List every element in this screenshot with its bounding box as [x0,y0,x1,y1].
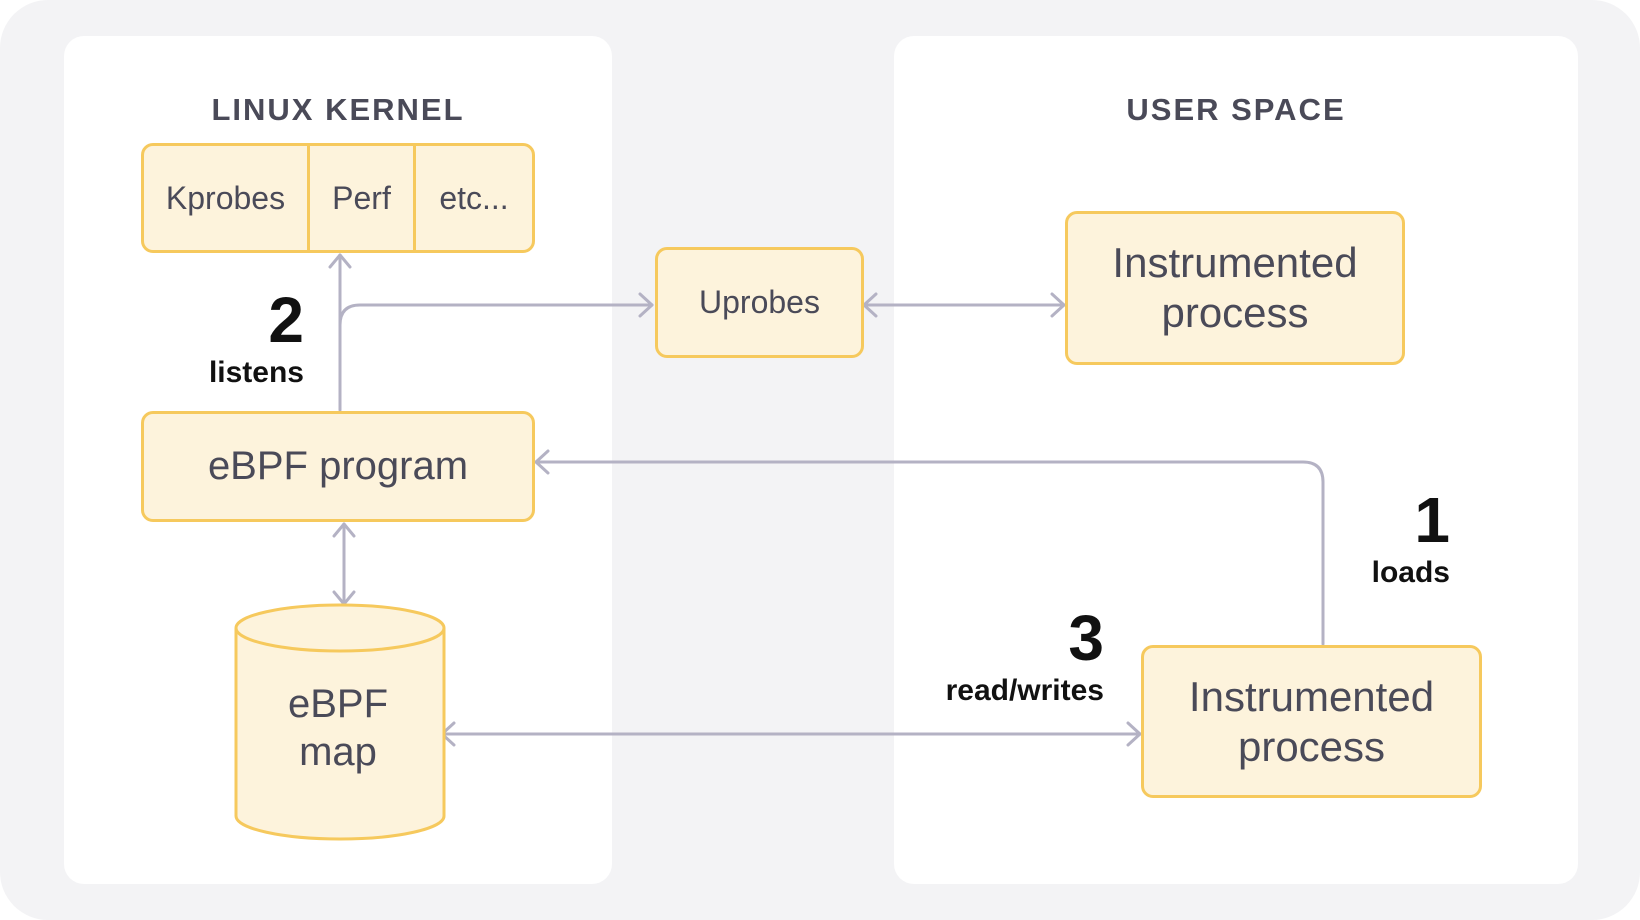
step-3-label: read/writes [945,674,1104,707]
ebpf-map-label-line1: eBPF [287,682,389,726]
kernel-probe-group: Kprobes Perf etc... [141,143,535,253]
step-1-label: loads [1371,556,1450,589]
user-space-panel-title: USER SPACE [1126,92,1346,127]
step-2-number: 2 [268,284,304,356]
ebpf-map-label: eBPF map [234,680,442,776]
ebpf-program-label: eBPF program [207,444,469,488]
uprobes-arrowhead-in [638,292,654,318]
instrumented-process-top-box: Instrumented process [1065,211,1405,365]
ebpf-program-box: eBPF program [141,411,535,522]
instrumented-process-bottom-line1: Instrumented [1188,672,1435,720]
probe-kprobes: Kprobes [165,179,286,216]
step-2-label: listens [208,356,304,389]
kernel-panel-title: LINUX KERNEL [211,92,465,127]
ebpf-map-label-line2: map [299,730,377,774]
instrumented-process-bottom-line2: process [1237,722,1386,770]
probe-perf: Perf [307,146,413,250]
instrumented-process-bottom-box: Instrumented process [1141,645,1482,798]
uprobes-label: Uprobes [699,284,820,320]
uprobes-arrowhead-left [862,292,878,318]
uprobes-box: Uprobes [655,247,864,358]
instrumented-process-top-line1: Instrumented [1112,239,1358,286]
instrumented-process-top-line2: process [1161,289,1309,336]
probe-etc: etc... [413,146,532,250]
step-1-number: 1 [1414,484,1450,556]
step-3-number: 3 [1068,602,1104,674]
